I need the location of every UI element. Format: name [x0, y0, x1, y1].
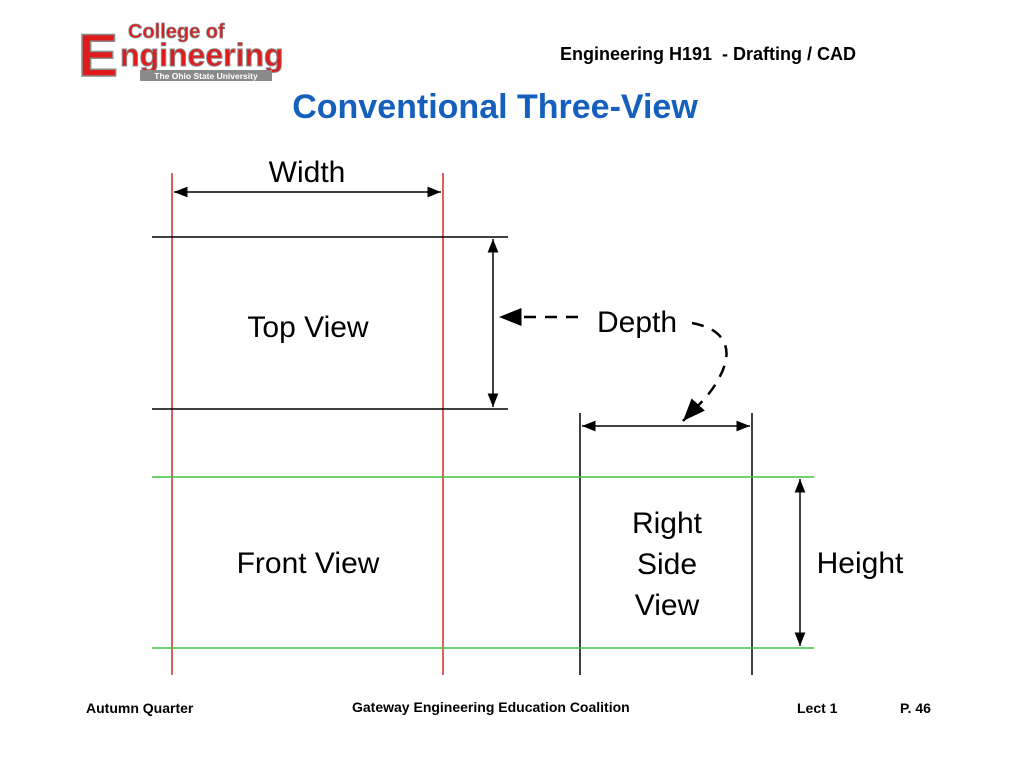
right-side-view-label-line2: Side	[637, 548, 697, 581]
front-view-label: Front View	[237, 547, 380, 580]
logo-university: The Ohio State University	[154, 71, 258, 81]
logo-college-of: College of	[128, 21, 225, 43]
college-of-engineering-logo: E College of ngineering The Ohio State U…	[77, 21, 284, 84]
footer-lecture: Lect 1	[797, 700, 838, 716]
depth-leader-dashed-curve	[682, 321, 728, 422]
depth-label: Depth	[597, 306, 677, 339]
logo-big-e: E	[78, 22, 118, 84]
logo-university-band	[140, 70, 272, 81]
right-side-view-label-line1: Right	[632, 507, 703, 540]
footer-page-number: P. 46	[900, 700, 931, 716]
width-label: Width	[269, 156, 346, 189]
logo-engineering: ngineering	[120, 37, 284, 73]
right-side-view-label-line3: View	[635, 589, 700, 622]
top-view-label: Top View	[247, 311, 369, 344]
footer-quarter: Autumn Quarter	[86, 700, 194, 716]
height-label: Height	[817, 547, 904, 580]
slide-title: Conventional Three-View	[292, 88, 698, 126]
course-title: Engineering H191 - Drafting / CAD	[560, 44, 857, 64]
footer-coalition: Gateway Engineering Education Coalition	[352, 699, 630, 715]
